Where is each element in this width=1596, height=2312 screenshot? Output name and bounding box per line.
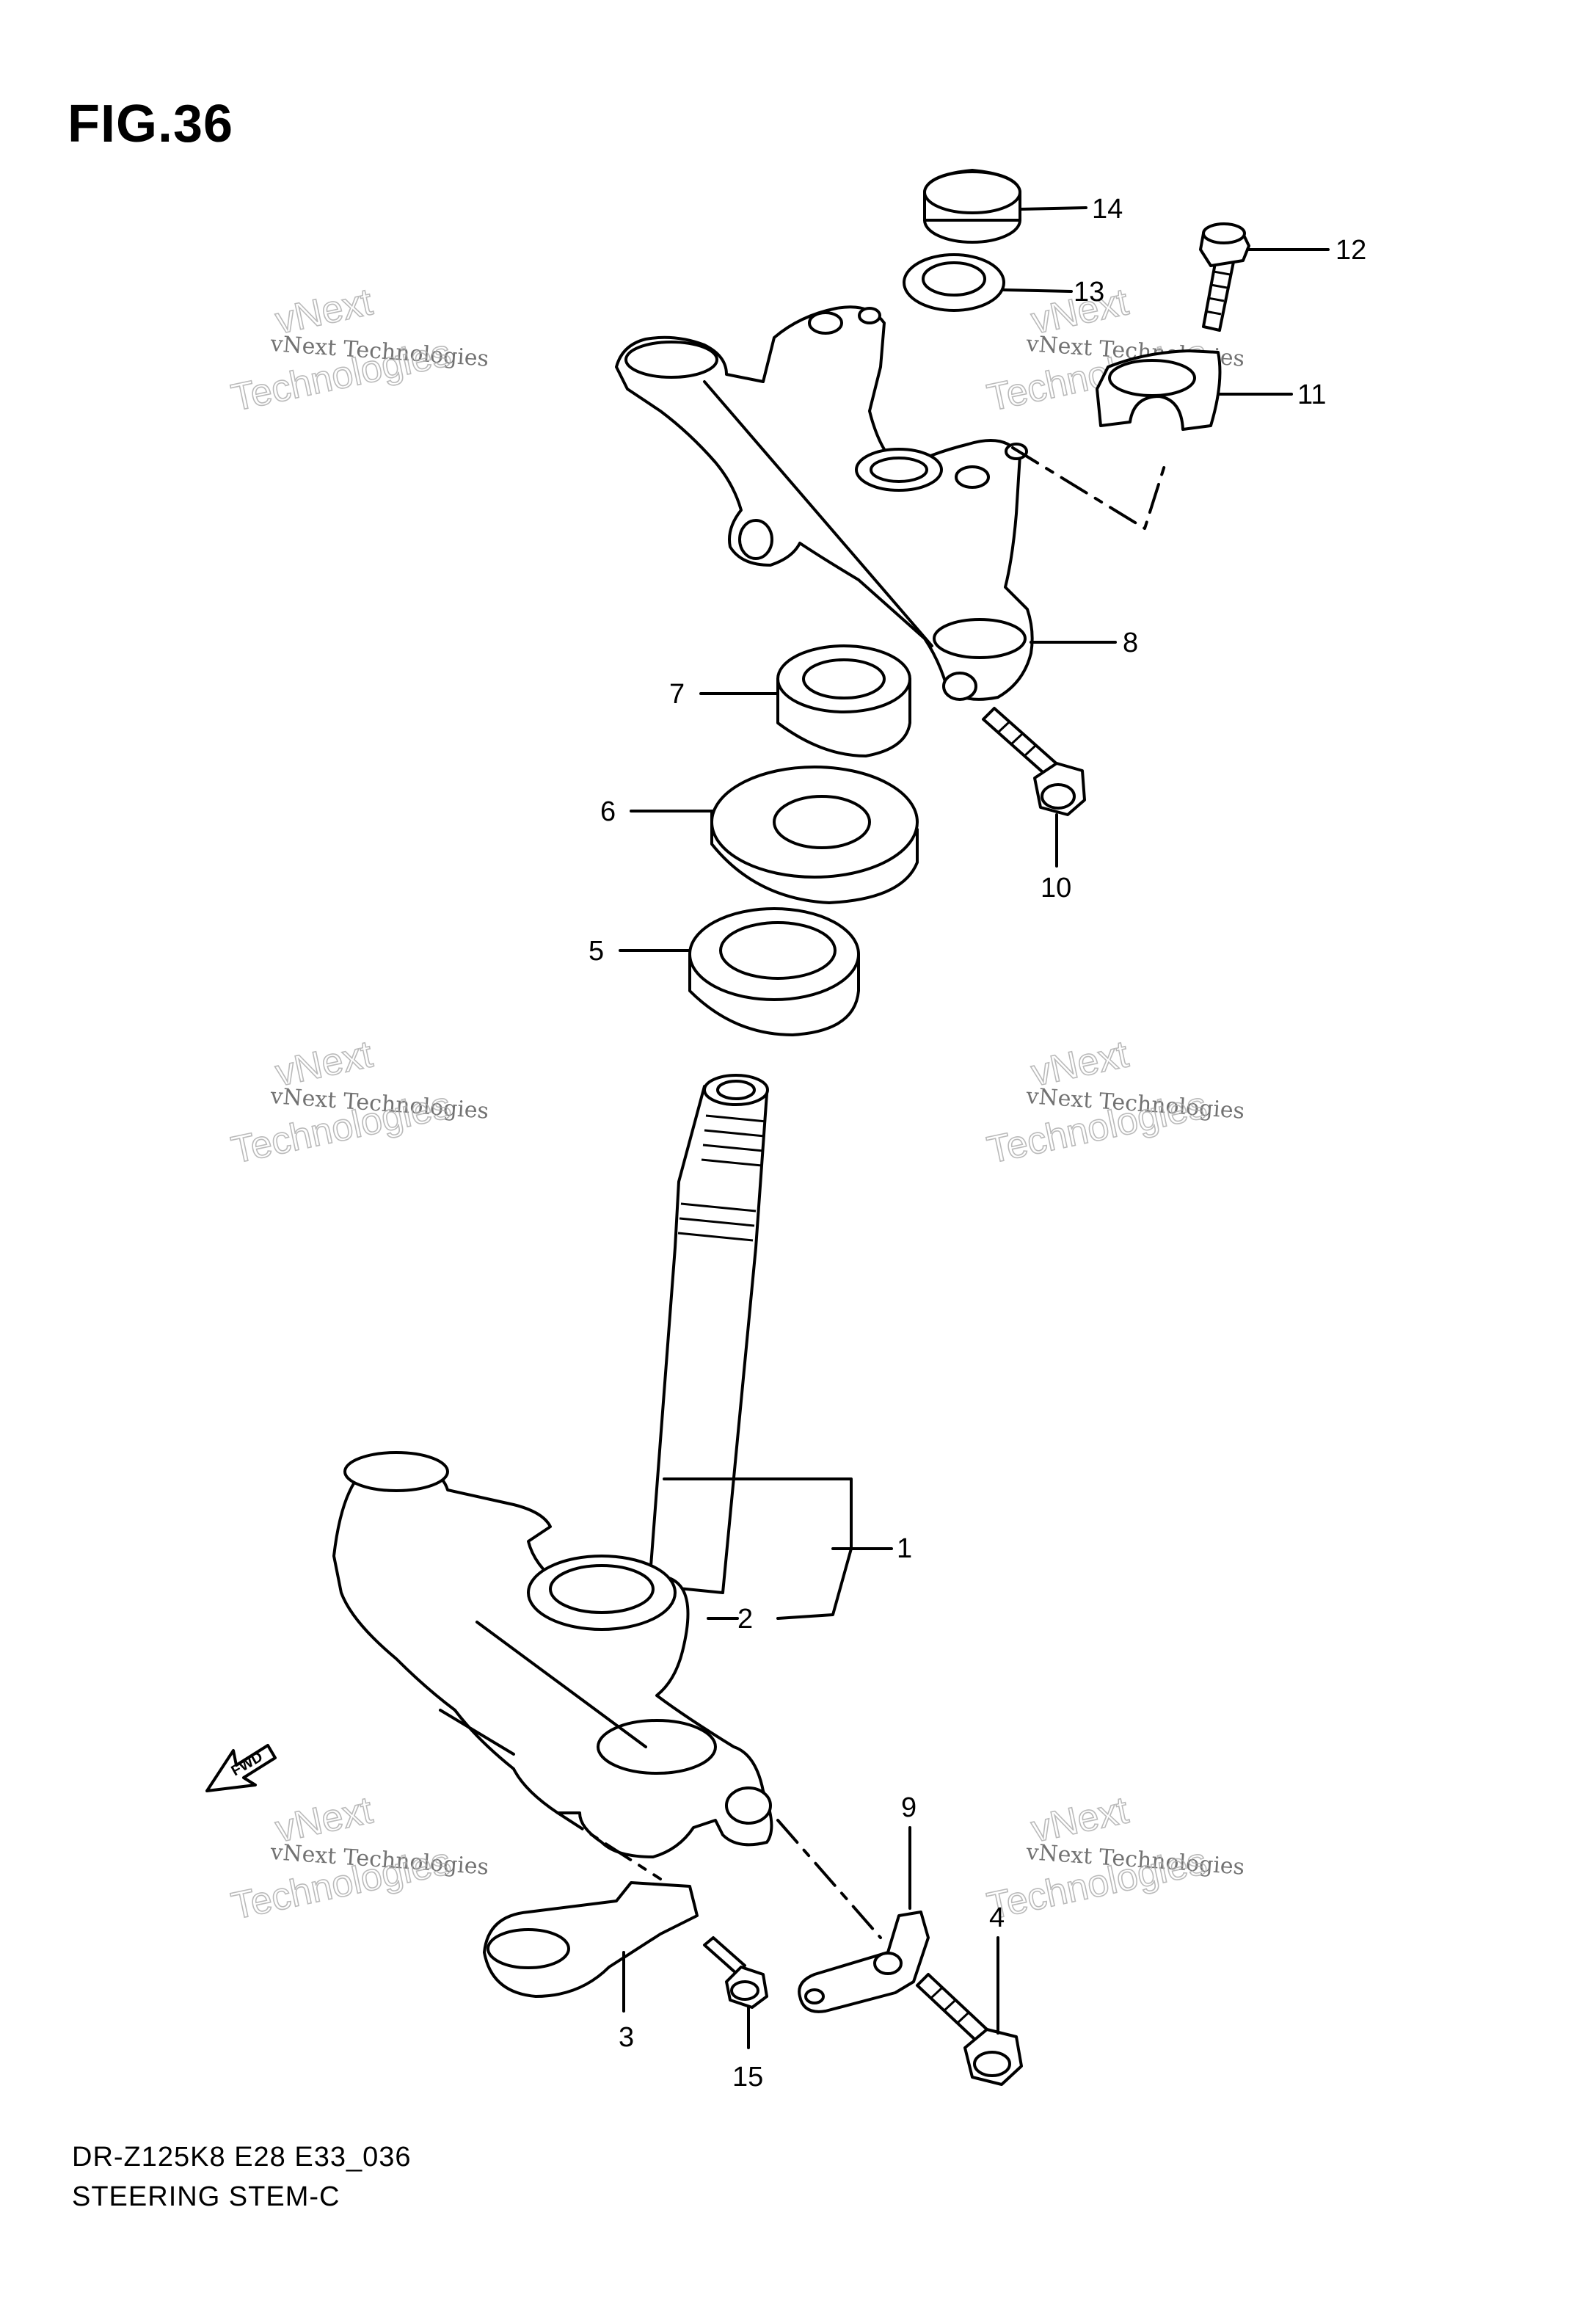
part-3-clamp[interactable] (483, 1881, 699, 1998)
callout-10: 10 (1041, 873, 1071, 904)
callout-3: 3 (619, 2022, 634, 2053)
callout-4: 4 (989, 1902, 1005, 1933)
callout-12: 12 (1336, 235, 1366, 266)
callout-15: 15 (732, 2062, 763, 2093)
figure-model-code: DR-Z125K8 E28 E33_036 (72, 2142, 412, 2173)
callout-13: 13 (1074, 277, 1104, 308)
callout-7: 7 (669, 679, 685, 710)
watermark-bottom-right: vNext vNext Technologies Technologies (983, 1788, 1246, 1928)
part-4-bolt[interactable] (916, 1973, 1023, 2086)
callout-6: 6 (600, 796, 616, 827)
part-5-bearing[interactable] (688, 907, 860, 1036)
callout-14: 14 (1092, 194, 1123, 225)
part-12-bolt[interactable] (1199, 222, 1250, 332)
part-1-steering-stem[interactable] (332, 1074, 773, 1858)
part-7-nut[interactable] (776, 644, 911, 757)
watermark-top-left: vNext vNext Technologies Technologies (227, 280, 490, 420)
callout-8: 8 (1123, 628, 1138, 658)
callout-numbers: 14 13 12 11 8 7 6 5 10 1 2 3 9 4 15 (589, 194, 1366, 2093)
figure-part-name: STEERING STEM-C (72, 2181, 340, 2212)
callout-1: 1 (897, 1533, 912, 1564)
figure-title: FIG.36 (68, 95, 234, 153)
callout-2: 2 (737, 1604, 753, 1635)
callout-11: 11 (1297, 379, 1326, 410)
part-8-upper-bracket[interactable] (615, 305, 1034, 701)
callout-5: 5 (589, 936, 604, 967)
assembly-dash-lines (556, 446, 1168, 1939)
fwd-direction-arrow: FWD (205, 1744, 277, 1792)
part-9-plate[interactable] (798, 1911, 930, 2013)
callout-9: 9 (901, 1792, 917, 1823)
part-6-dust-seal[interactable] (710, 766, 919, 904)
part-13-washer[interactable] (903, 253, 1005, 312)
part-10-bolt[interactable] (982, 707, 1086, 816)
part-15-bolt[interactable] (703, 1936, 768, 2009)
watermark-bottom-left: vNext vNext Technologies Technologies (227, 1788, 490, 1928)
part-11-handlebar-holder[interactable] (1096, 349, 1222, 431)
part-14-cap[interactable] (923, 169, 1021, 244)
watermark-mid-left: vNext vNext Technologies Technologies (227, 1032, 490, 1172)
leader-lines (619, 206, 1330, 2049)
watermark-mid-right: vNext vNext Technologies Technologies (983, 1032, 1246, 1172)
